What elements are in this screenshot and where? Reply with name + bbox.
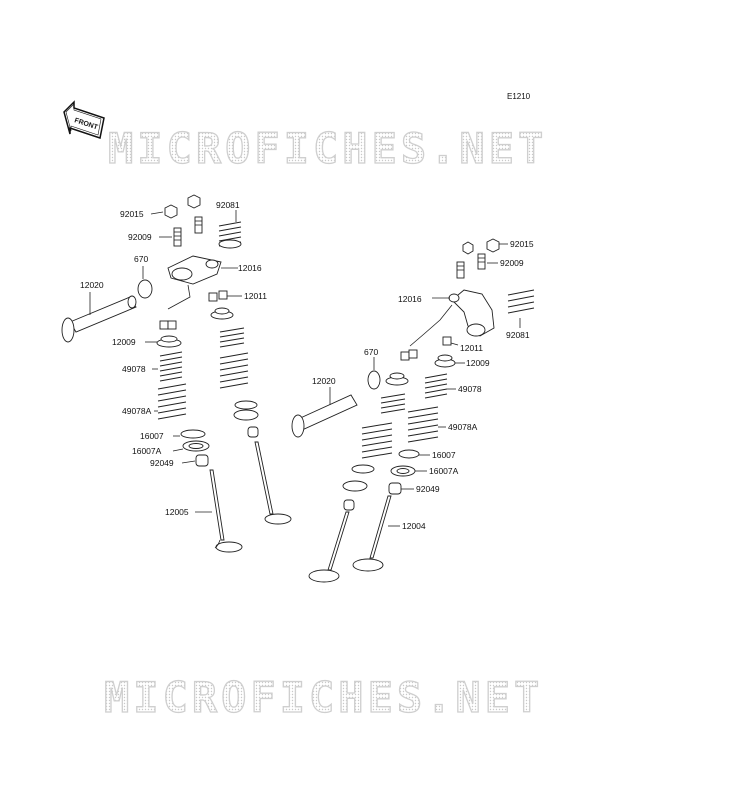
- watermark-top: MICROFICHES.NET MICROFICHES.NET: [107, 123, 547, 173]
- rocker-shaft-right: [291, 387, 358, 438]
- rocker-spring-right: [507, 289, 535, 328]
- spring-seat-left: [172, 400, 259, 452]
- svg-text:MICROFICHES.NET: MICROFICHES.NET: [104, 673, 543, 722]
- part-label: 92049: [150, 458, 174, 468]
- part-label: 12004: [402, 521, 426, 531]
- lock-nut-right: [462, 238, 508, 255]
- part-label: 49078A: [122, 406, 152, 416]
- part-label: 670: [364, 347, 378, 357]
- valve-spring-outer-right: [361, 406, 446, 459]
- part-label: 12009: [466, 358, 490, 368]
- valve-spring-inner-right: [380, 373, 456, 414]
- part-label: 12016: [238, 263, 262, 273]
- oil-seal-right: [343, 482, 414, 511]
- lock-nut-left: [150, 194, 201, 219]
- retainer-right: [385, 354, 465, 386]
- diagram-code: E1210: [507, 92, 531, 101]
- retainer-left-a: [145, 320, 182, 348]
- svg-text:MICROFICHES.NET: MICROFICHES.NET: [104, 673, 543, 722]
- valve-spring-outer-left: [154, 383, 187, 420]
- adjust-screw-right: [456, 253, 498, 279]
- svg-text:MICROFICHES.NET: MICROFICHES.NET: [108, 124, 547, 173]
- part-label: 12011: [460, 343, 483, 353]
- part-label: 670: [134, 254, 148, 264]
- part-label: 12009: [112, 337, 136, 347]
- valve-left: [195, 441, 292, 553]
- part-label: 92081: [506, 330, 530, 340]
- oil-seal-left: [181, 426, 259, 467]
- part-label: 12016: [398, 294, 422, 304]
- rocker-arm-left: [167, 255, 238, 310]
- part-label: 49078: [458, 384, 482, 394]
- valve-cotter-right: [400, 336, 459, 361]
- part-label: 12005: [165, 507, 189, 517]
- valve-spring-left-b: [219, 327, 249, 389]
- part-label: 92009: [128, 232, 152, 242]
- part-label: 16007: [432, 450, 456, 460]
- part-label: 92015: [120, 209, 144, 219]
- part-labels: 92015 92081 92009 670 12016 12020 12011 …: [80, 200, 534, 531]
- valve-spring-inner-left: [152, 351, 183, 382]
- adjust-screw-left: [159, 216, 203, 247]
- part-label: 92049: [416, 484, 440, 494]
- o-ring-right: [367, 357, 381, 390]
- part-label: 12020: [80, 280, 104, 290]
- o-ring-left: [137, 266, 153, 299]
- rocker-shaft-left: [61, 292, 137, 343]
- front-arrow-icon: FRONT: [63, 100, 105, 139]
- part-label: 49078: [122, 364, 146, 374]
- rocker-spring-left: [218, 210, 242, 249]
- watermark-bottom: MICROFICHES.NET MICROFICHES.NET: [103, 672, 543, 722]
- rocker-arm-right: [409, 289, 495, 347]
- retainer-left-b: [210, 307, 234, 320]
- part-label: 16007A: [132, 446, 162, 456]
- svg-text:MICROFICHES.NET: MICROFICHES.NET: [108, 124, 547, 173]
- spring-seat-right: [342, 449, 430, 492]
- part-label: 49078A: [448, 422, 478, 432]
- part-label: 12020: [312, 376, 336, 386]
- valve-right: [308, 495, 400, 583]
- part-label: 16007A: [429, 466, 459, 476]
- part-label: 92081: [216, 200, 240, 210]
- part-label: 16007: [140, 431, 164, 441]
- part-label: 92015: [510, 239, 534, 249]
- part-label: 92009: [500, 258, 524, 268]
- part-label: 12011: [244, 291, 267, 301]
- valve-cotter-left: [208, 290, 242, 302]
